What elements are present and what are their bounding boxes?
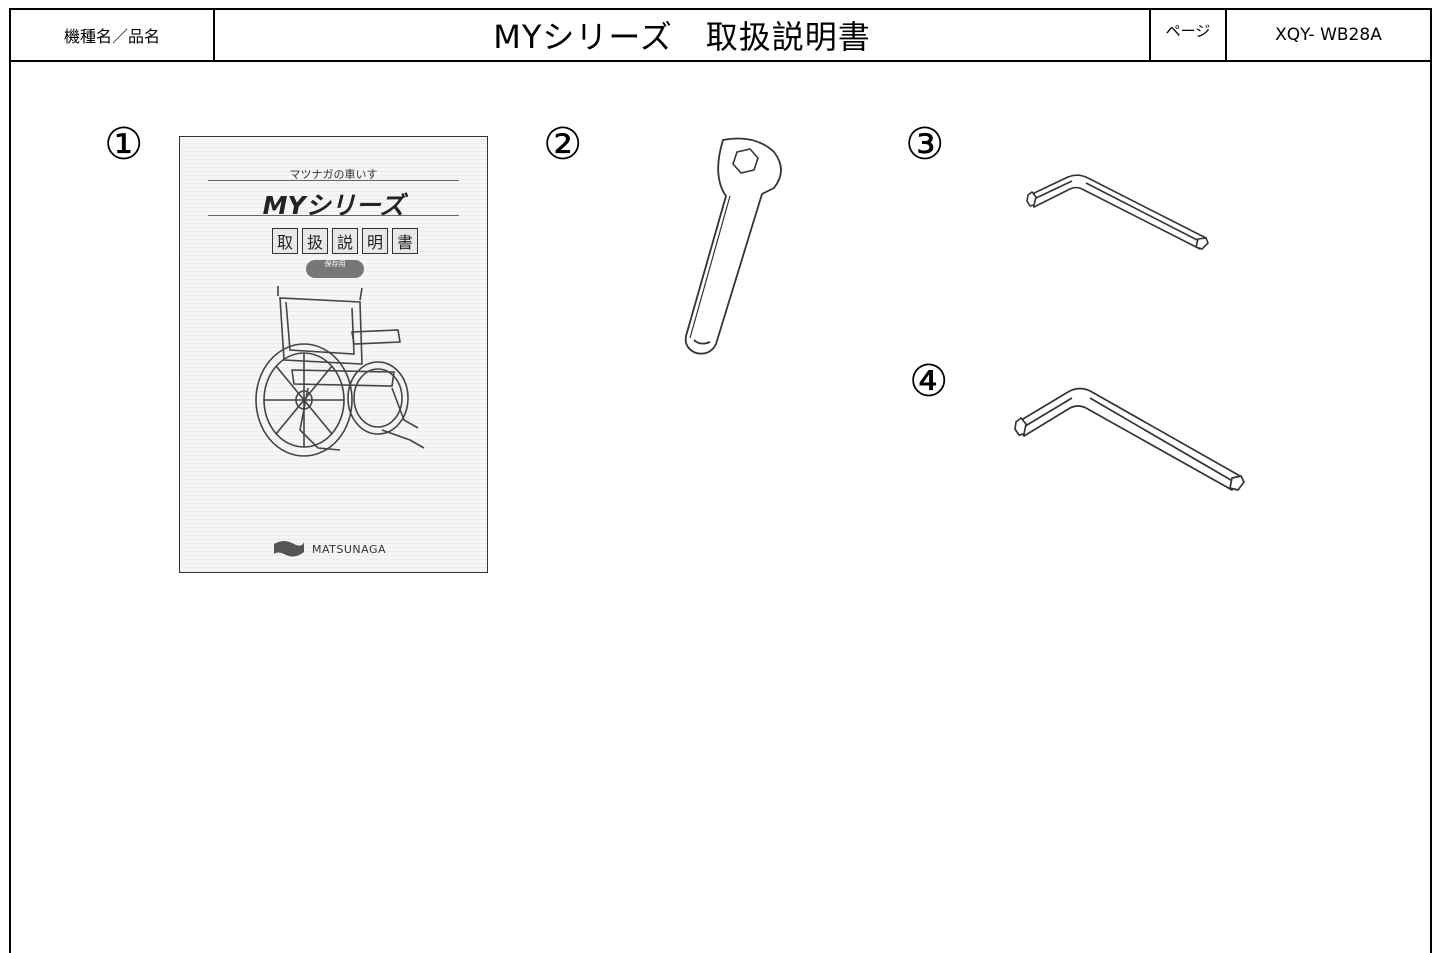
document-code: XQY- WB28A <box>1275 25 1382 45</box>
title-block: 機種名／品名 MYシリーズ 取扱説明書 ページ XQY- WB28A <box>11 10 1430 62</box>
manual-title-char: 説 <box>332 228 358 254</box>
manual-title-char: 取 <box>272 228 298 254</box>
manual-title-char: 明 <box>362 228 388 254</box>
wheelchair-icon <box>255 286 425 457</box>
item-number-2: ② <box>543 119 583 170</box>
large-hex-key-icon <box>1014 387 1245 491</box>
manual-cover-series: MYシリーズ <box>262 191 405 220</box>
manual-title-char: 書 <box>392 228 418 254</box>
box-wrench-icon <box>684 137 782 355</box>
item-number-3: ③ <box>905 119 945 170</box>
manual-brand-logo: MATSUNAGA <box>272 538 386 560</box>
manual-cover-title: 取 扱 説 明 書 <box>272 228 418 254</box>
document-frame: 機種名／品名 MYシリーズ 取扱説明書 ページ XQY- WB28A <box>9 8 1432 953</box>
manual-brand-name: MATSUNAGA <box>312 542 387 556</box>
small-hex-key-icon <box>1026 174 1209 250</box>
model-name-label: 機種名／品名 <box>11 10 215 60</box>
manual-cover-oval-badge: 保存用 <box>306 260 364 278</box>
brand-mark-icon <box>274 541 304 557</box>
manual-rule <box>208 215 459 216</box>
manual-oval-text: 保存用 <box>324 260 346 268</box>
item-number-1: ① <box>104 119 144 170</box>
manual-title-char: 扱 <box>302 228 328 254</box>
manual-booklet-icon: マツナガの車いす MYシリーズ 取 扱 説 明 書 保存用 <box>179 136 488 573</box>
document-title: MYシリーズ 取扱説明書 <box>215 10 1151 60</box>
page-label: ページ <box>1151 10 1227 60</box>
manual-cover-top-text: マツナガの車いす <box>289 168 378 181</box>
manual-rule <box>208 180 459 181</box>
item-number-4: ④ <box>909 356 949 407</box>
